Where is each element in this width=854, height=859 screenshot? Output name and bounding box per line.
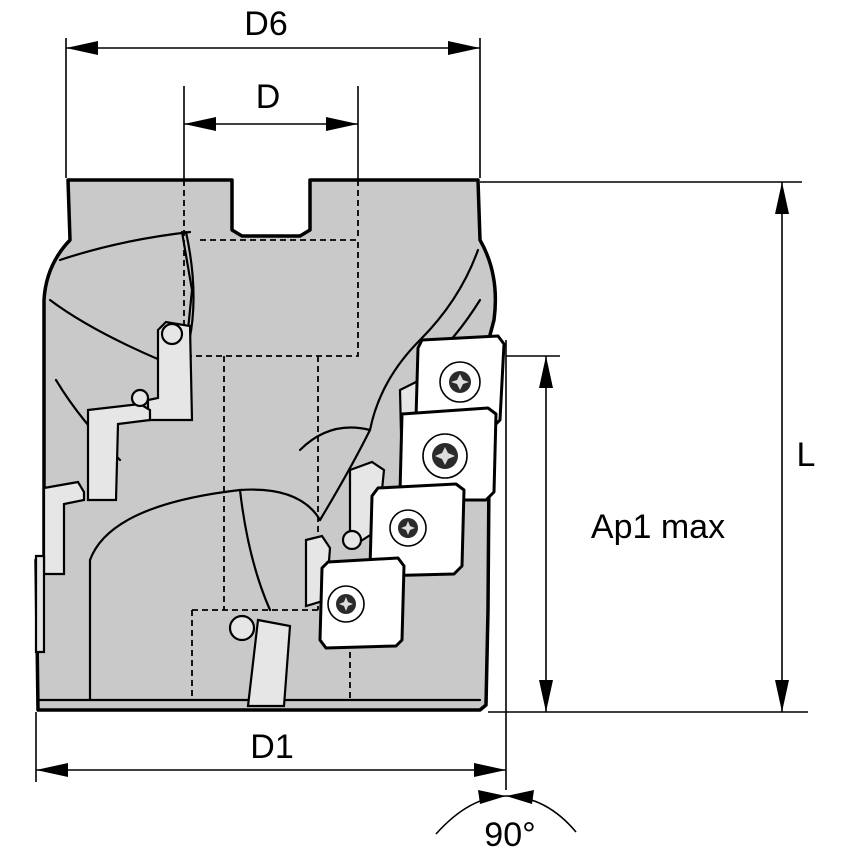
torx-screw-icon bbox=[422, 433, 468, 479]
dimension-label-angle: 90° bbox=[484, 816, 535, 854]
dimension-d: D bbox=[184, 78, 358, 131]
insert-2 bbox=[398, 406, 498, 502]
dimension-label-ap1-max: Ap1 max bbox=[591, 508, 725, 546]
insert-4 bbox=[318, 556, 406, 650]
dimension-d1: D1 bbox=[36, 728, 506, 777]
dimension-label-d: D bbox=[256, 78, 281, 116]
insert-3 bbox=[368, 482, 466, 578]
torx-screw-icon bbox=[439, 361, 481, 403]
cutting-inserts bbox=[318, 334, 506, 650]
extension-lines bbox=[35, 38, 808, 790]
dimension-label-d1: D1 bbox=[250, 728, 293, 766]
dimension-label-l: L bbox=[797, 436, 816, 474]
dimension-l: L bbox=[775, 182, 815, 712]
flute-lines bbox=[48, 230, 482, 702]
torx-screw-icon bbox=[327, 585, 365, 623]
torx-screw-icon bbox=[389, 509, 427, 547]
dimension-label-d6: D6 bbox=[244, 5, 287, 43]
dimension-ap1-max: Ap1 max bbox=[539, 356, 725, 712]
dimension-angle: 90° bbox=[435, 790, 577, 854]
left-pockets bbox=[34, 320, 194, 654]
dimension-d6: D6 bbox=[66, 5, 480, 55]
